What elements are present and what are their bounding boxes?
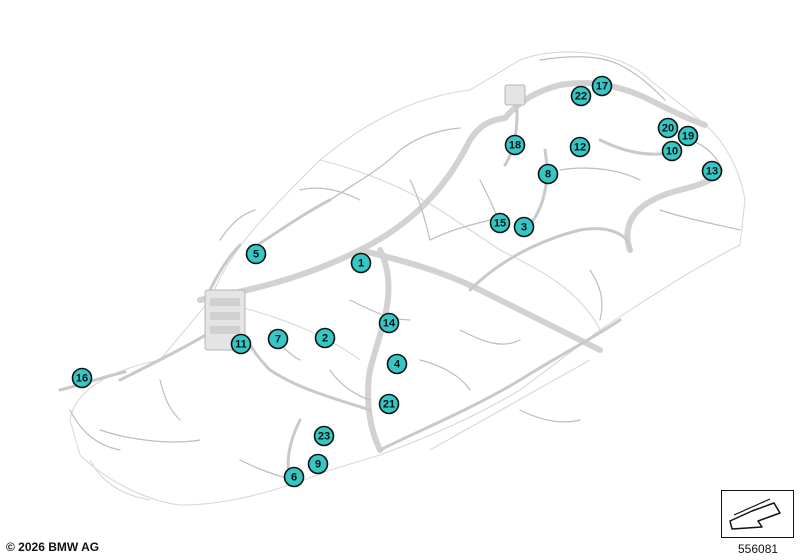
callout-label: 14 xyxy=(383,318,396,330)
callout-17[interactable]: 17 xyxy=(591,75,613,97)
callout-15[interactable]: 15 xyxy=(489,212,511,234)
callout-19[interactable]: 19 xyxy=(677,125,699,147)
direction-arrow-icon xyxy=(729,498,781,530)
callout-8[interactable]: 8 xyxy=(537,163,559,185)
callout-label: 3 xyxy=(521,222,527,234)
callout-label: 18 xyxy=(509,140,521,152)
callout-label: 1 xyxy=(358,258,364,270)
callout-13[interactable]: 13 xyxy=(701,160,723,182)
callout-7[interactable]: 7 xyxy=(267,328,289,350)
callout-marker xyxy=(378,393,400,415)
callout-21[interactable]: 21 xyxy=(378,393,400,415)
callout-marker xyxy=(537,163,559,185)
callout-marker xyxy=(386,353,408,375)
callout-14[interactable]: 14 xyxy=(378,312,400,334)
callout-1[interactable]: 1 xyxy=(350,252,372,274)
callout-label: 20 xyxy=(662,123,674,135)
callout-marker xyxy=(307,453,329,475)
callout-16[interactable]: 16 xyxy=(71,367,93,389)
callout-marker xyxy=(283,466,305,488)
callout-marker xyxy=(591,75,613,97)
callout-18[interactable]: 18 xyxy=(504,134,526,156)
callout-label: 5 xyxy=(253,249,259,261)
callout-marker xyxy=(657,117,679,139)
callout-10[interactable]: 10 xyxy=(661,140,683,162)
callout-marker xyxy=(569,136,591,158)
callout-label: 22 xyxy=(575,91,587,103)
callout-marker xyxy=(267,328,289,350)
callout-marker xyxy=(314,327,336,349)
callout-label: 12 xyxy=(574,142,586,154)
callout-marker xyxy=(661,140,683,162)
callout-3[interactable]: 3 xyxy=(513,216,535,238)
callout-label: 6 xyxy=(291,472,297,484)
branch-wires xyxy=(69,56,741,481)
callout-23[interactable]: 23 xyxy=(313,425,335,447)
callout-marker xyxy=(701,160,723,182)
callout-marker xyxy=(313,425,335,447)
callout-label: 19 xyxy=(682,131,694,143)
rear-module xyxy=(504,84,526,106)
callout-marker xyxy=(489,212,511,234)
callout-label: 16 xyxy=(76,373,88,385)
main-harness xyxy=(58,80,723,482)
callout-label: 2 xyxy=(322,333,328,345)
callout-11[interactable]: 11 xyxy=(230,333,252,355)
callout-9[interactable]: 9 xyxy=(307,453,329,475)
callout-marker xyxy=(677,125,699,147)
callout-4[interactable]: 4 xyxy=(386,353,408,375)
callout-marker xyxy=(230,333,252,355)
callout-marker xyxy=(245,243,267,265)
callout-label: 9 xyxy=(315,459,321,471)
callout-marker xyxy=(350,252,372,274)
callout-20[interactable]: 20 xyxy=(657,117,679,139)
callout-6[interactable]: 6 xyxy=(283,466,305,488)
callout-marker xyxy=(378,312,400,334)
callout-label: 21 xyxy=(383,399,395,411)
diagram-reference-number: 556081 xyxy=(738,542,779,556)
callout-22[interactable]: 22 xyxy=(570,85,592,107)
callout-label: 11 xyxy=(235,339,247,351)
callout-marker xyxy=(504,134,526,156)
callout-label: 15 xyxy=(494,218,506,230)
junction-box xyxy=(204,289,246,351)
callout-5[interactable]: 5 xyxy=(245,243,267,265)
callout-label: 17 xyxy=(596,81,608,93)
callout-marker xyxy=(513,216,535,238)
copyright-text: © 2026 BMW AG xyxy=(6,540,100,554)
callout-2[interactable]: 2 xyxy=(314,327,336,349)
callout-label: 8 xyxy=(545,169,551,181)
callout-label: 13 xyxy=(706,166,718,178)
callout-label: 7 xyxy=(275,334,281,346)
callout-label: 10 xyxy=(666,146,678,158)
callout-marker xyxy=(570,85,592,107)
callout-12[interactable]: 12 xyxy=(569,136,591,158)
callout-marker xyxy=(71,367,93,389)
callout-label: 4 xyxy=(394,359,401,371)
callout-label: 23 xyxy=(318,431,330,443)
orientation-icon xyxy=(721,490,794,538)
